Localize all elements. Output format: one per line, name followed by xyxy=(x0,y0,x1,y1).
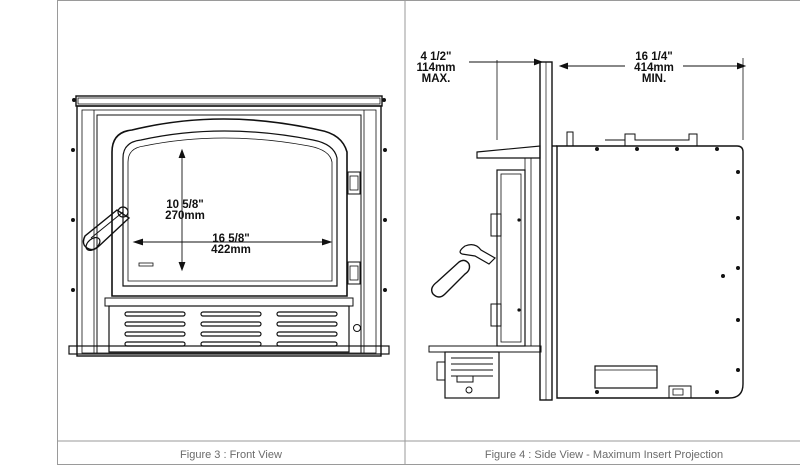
outer-border xyxy=(57,0,800,465)
front-height-mm: 270mm xyxy=(165,210,205,222)
front-height-in: 10 5/8" xyxy=(166,199,204,211)
front-width-dimension: 16 5/8" 422mm xyxy=(203,233,259,256)
front-view-caption: Figure 3 : Front View xyxy=(180,449,282,461)
stove-body xyxy=(76,105,382,357)
top-flange xyxy=(75,95,383,107)
side-projection-in: 4 1/2" xyxy=(420,51,452,63)
side-depth-note: MIN. xyxy=(641,73,667,85)
side-depth-mm: 414mm xyxy=(634,62,674,74)
side-projection-dimension: 4 1/2" 114mm MAX. xyxy=(409,51,463,85)
side-depth-dimension: 16 1/4" 414mm MIN. xyxy=(625,51,683,85)
side-projection-note: MAX. xyxy=(421,73,451,85)
door-handle xyxy=(82,206,131,252)
door-glass xyxy=(122,130,338,287)
front-width-mm: 422mm xyxy=(211,244,251,256)
side-view-drawing xyxy=(428,58,747,401)
arched-door xyxy=(111,118,348,297)
figure-frame: 10 5/8" 270mm 16 5/8" 422mm 4 1/2" 114mm… xyxy=(57,0,800,465)
figure-drawing xyxy=(57,0,800,465)
front-view-drawing xyxy=(68,95,390,357)
side-view-caption: Figure 4 : Side View - Maximum Insert Pr… xyxy=(484,449,724,461)
side-dimension-lines xyxy=(469,58,747,140)
front-dimension-lines xyxy=(132,148,333,272)
side-handle xyxy=(430,244,496,298)
side-projection-mm: 114mm xyxy=(416,62,456,74)
firebox-body xyxy=(556,145,744,399)
side-depth-in: 16 1/4" xyxy=(635,51,673,63)
front-height-dimension: 10 5/8" 270mm xyxy=(157,199,213,222)
base-plate xyxy=(68,345,390,355)
front-width-in: 16 5/8" xyxy=(212,233,250,245)
louver-panel xyxy=(108,305,350,353)
